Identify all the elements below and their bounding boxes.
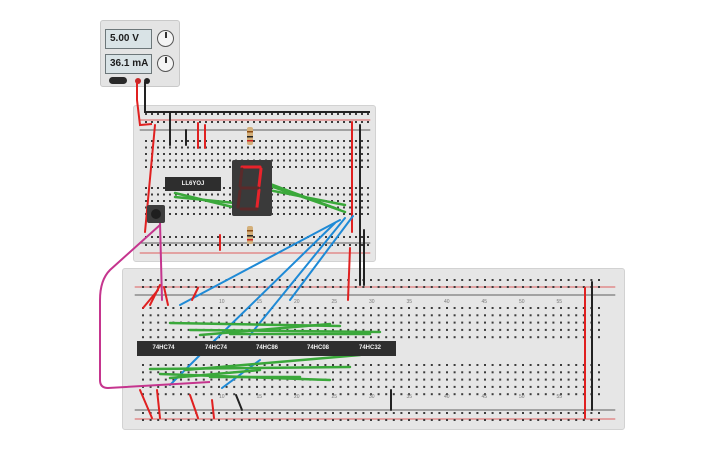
segment-f <box>238 167 244 188</box>
red-wire <box>144 124 156 233</box>
top-rail-holes-lower <box>145 236 369 246</box>
top-rail-holes-upper <box>145 113 369 123</box>
column-number-label: 30 <box>369 299 375 305</box>
bottom-terminal-holes-upper <box>142 307 600 339</box>
resistor-band <box>247 131 253 133</box>
resistor-band <box>247 140 253 142</box>
current-knob[interactable] <box>157 55 174 72</box>
green-wire <box>168 368 262 380</box>
blue-wire <box>214 222 336 341</box>
seven-segment-digit <box>236 165 263 211</box>
column-number-label: 30 <box>369 394 375 400</box>
red-wire <box>189 394 199 419</box>
red-wire <box>347 247 351 301</box>
positive-terminal[interactable] <box>135 78 141 84</box>
green-wire <box>183 353 362 372</box>
column-number-label: 55 <box>557 394 563 400</box>
voltage-knob[interactable] <box>157 30 174 47</box>
column-number-label: 45 <box>482 394 488 400</box>
resistor-band <box>247 235 253 237</box>
column-number-label: 25 <box>332 299 338 305</box>
voltage-display: 5.00 V <box>105 29 152 49</box>
column-number-label: 50 <box>519 299 525 305</box>
resistor-band <box>247 230 253 232</box>
black-wire <box>235 394 243 411</box>
column-number-label: 10 <box>219 299 225 305</box>
column-number-label: 35 <box>407 299 413 305</box>
seven-segment-display[interactable] <box>232 160 272 216</box>
power-switch[interactable] <box>109 77 127 84</box>
ic-top[interactable]: LL6YOJ <box>165 177 221 191</box>
column-number-label: 10 <box>219 394 225 400</box>
blue-wire <box>179 219 341 306</box>
psu-negative-wire <box>144 82 370 113</box>
green-wire <box>198 322 332 337</box>
bottom-rail-holes-lower <box>142 412 600 421</box>
magenta-wire <box>159 221 163 301</box>
column-number-label: 40 <box>444 394 450 400</box>
column-number-label: 15 <box>257 394 263 400</box>
ic-74hc32[interactable]: 74HC32 <box>344 341 396 356</box>
red-wire <box>211 399 215 419</box>
magenta-wire <box>99 224 211 390</box>
green-wire <box>268 184 337 210</box>
column-number-label: 15 <box>257 299 263 305</box>
ic-74hc08[interactable]: 74HC08 <box>292 341 344 356</box>
negative-terminal[interactable] <box>144 78 150 84</box>
column-number-label: 20 <box>294 299 300 305</box>
column-number-label: 35 <box>407 394 413 400</box>
red-wire <box>149 284 161 306</box>
ic-74hc74-b[interactable]: 74HC74 <box>190 341 242 356</box>
blue-wire <box>289 215 354 301</box>
bottom-rail-holes-upper <box>142 279 600 288</box>
ic-74hc86[interactable]: 74HC86 <box>242 341 292 356</box>
current-display: 36.1 mA <box>105 54 152 74</box>
segment-b <box>257 167 263 188</box>
red-wire <box>139 389 153 419</box>
column-number-label: 45 <box>482 299 488 305</box>
column-number-label: 25 <box>332 394 338 400</box>
green-wire <box>188 328 382 334</box>
segment-c <box>255 188 261 209</box>
blue-wire <box>249 217 346 336</box>
column-number-label: 20 <box>294 394 300 400</box>
column-number-label: 40 <box>444 299 450 305</box>
psu-positive-wire <box>136 82 153 127</box>
resistor-band <box>247 239 253 241</box>
resistor-band <box>247 136 253 138</box>
red-wire <box>191 287 199 301</box>
pushbutton[interactable] <box>147 205 165 223</box>
ic-74hc74-a[interactable]: 74HC74 <box>137 341 190 356</box>
power-supply[interactable]: 5.00 V 36.1 mA <box>100 20 180 87</box>
column-number-label: 50 <box>519 394 525 400</box>
red-wire <box>156 389 161 419</box>
green-wire <box>148 365 352 371</box>
segment-e <box>236 189 242 209</box>
red-wire <box>163 286 169 306</box>
column-number-label: 55 <box>557 299 563 305</box>
